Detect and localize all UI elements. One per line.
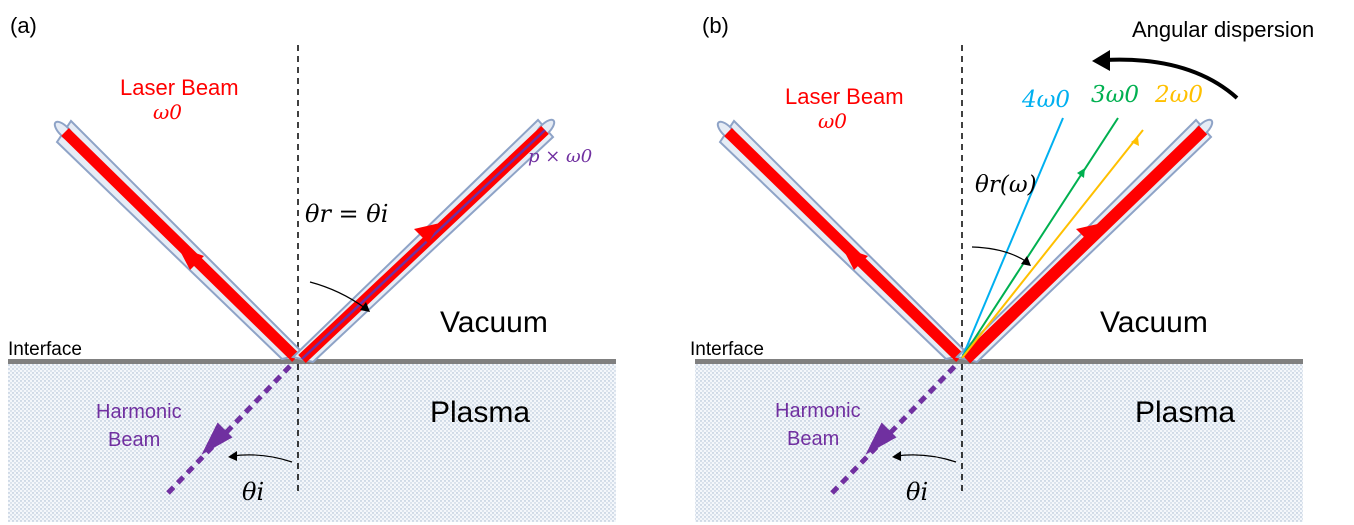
laser-freq-label: ω0 (153, 100, 182, 124)
laser-beam-incident (61, 128, 300, 362)
harmonic-beam-label-line1: Harmonic (96, 401, 182, 423)
incidence-angle-arc (895, 454, 957, 463)
incident-arrow-icon (178, 247, 204, 270)
interface-line (695, 359, 1303, 364)
angular-dispersion-arrow-icon (1092, 50, 1110, 71)
interface-label: Interface (8, 339, 82, 360)
angular-dispersion-label: Angular dispersion (1132, 17, 1314, 42)
harmonic-beam-label-line2: Beam (108, 429, 160, 451)
vacuum-label: Vacuum (1100, 306, 1208, 339)
harmonic-2-ray (961, 129, 1144, 359)
harmonic-beam-label-line1: Harmonic (775, 400, 861, 422)
incidence-angle-label: θi (242, 478, 264, 506)
laser-beam-label: Laser Beam (120, 75, 239, 100)
harmonic-arrow-icon (201, 422, 233, 455)
harmonic-beam-reflected (301, 129, 546, 360)
reflected-beam-tube (291, 118, 556, 364)
reflection-arc-arrow-icon (1021, 256, 1031, 266)
reflection-law-label: θr = θi (305, 200, 388, 228)
reflected-beam-tube (955, 118, 1214, 364)
harmonic-3-label: 3ω0 (1091, 82, 1139, 108)
laser-beam-reflected (961, 125, 1208, 364)
harmonic-beam-incident (830, 361, 960, 495)
incidence-angle-arc (231, 454, 293, 463)
laser-beam-incident (724, 128, 964, 362)
panel-b-label: (b) (702, 13, 729, 38)
panel-a: (a) Laser Beam ω0 (8, 13, 616, 522)
panel-b: (b) (690, 13, 1314, 522)
incident-beam-tube (53, 119, 306, 362)
plasma-region (8, 362, 616, 522)
incidence-arc-arrow-icon (892, 451, 901, 461)
plasma-region (695, 362, 1303, 522)
harmonic-3-arrow-icon (1077, 168, 1085, 178)
harmonic-order-label: p × ω0 (528, 146, 592, 167)
laser-freq-label: ω0 (818, 109, 847, 133)
plasma-label: Plasma (1135, 396, 1235, 429)
harmonic-2-label: 2ω0 (1154, 82, 1203, 108)
harmonic-2-arrow-icon (1131, 137, 1139, 146)
laser-beam-label: Laser Beam (785, 84, 904, 109)
vacuum-label: Vacuum (440, 306, 548, 339)
incidence-angle-label: θi (906, 478, 928, 506)
interface-label: Interface (690, 339, 764, 360)
incident-arrow-icon (842, 247, 868, 270)
reflection-angle-arc (309, 281, 366, 309)
reflection-arc-arrow-icon (360, 302, 370, 312)
reflection-angle-label: θr(ω) (975, 172, 1037, 198)
incident-beam-tube (716, 119, 970, 362)
reflected-arrow-icon (414, 223, 440, 243)
harmonic-3-ray (961, 117, 1119, 359)
harmonic-beam-incident (166, 361, 295, 495)
reflection-angle-arc (971, 246, 1028, 263)
harmonic-4-label: 4ω0 (1021, 87, 1070, 113)
harmonic-beam-label-line2: Beam (787, 428, 839, 450)
panel-a-label: (a) (10, 13, 37, 38)
harmonic-4-ray (961, 117, 1064, 359)
plasma-label: Plasma (430, 396, 530, 429)
incidence-arc-arrow-icon (228, 451, 237, 461)
harmonic-arrow-icon (865, 422, 897, 455)
angular-dispersion-arrow (1104, 57, 1239, 100)
reflected-arrow-icon (1076, 223, 1102, 243)
